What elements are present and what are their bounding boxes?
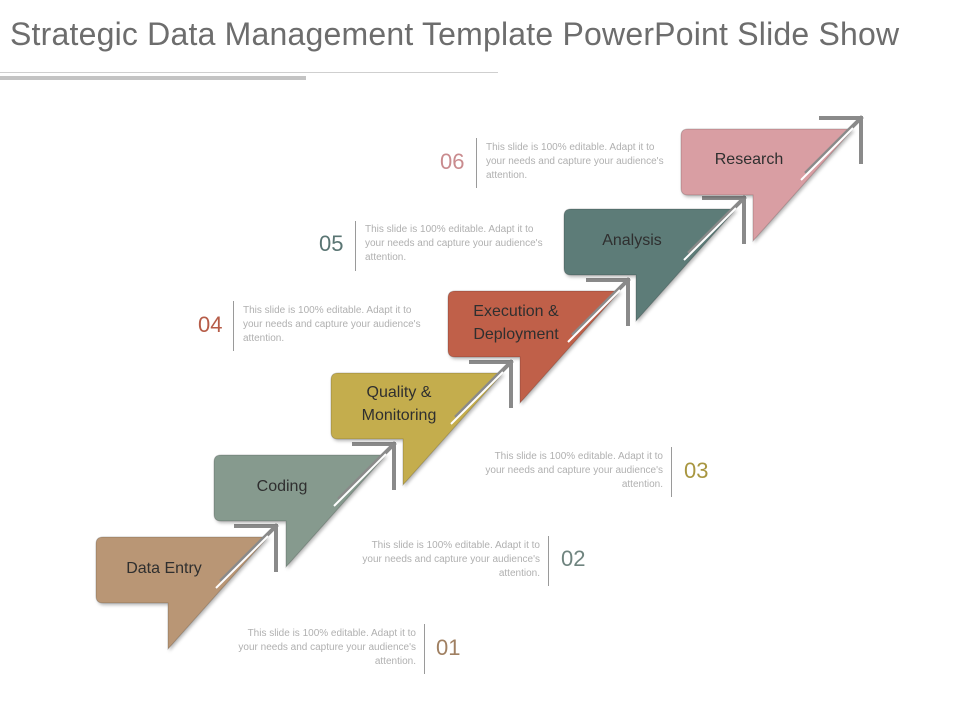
step-shape-4 [447, 290, 622, 405]
step-label-3: Quality & Monitoring [361, 384, 437, 424]
step-description-5: This slide is 100% editable. Adapt it to… [365, 224, 543, 263]
step-divider-3 [671, 447, 672, 497]
chevron-arrow-icon [571, 277, 631, 337]
step-shape-6 [680, 128, 855, 243]
step-divider-5 [355, 221, 356, 271]
chevron-highlight [567, 289, 621, 343]
step-label-2: Coding [256, 478, 308, 495]
step-divider-4 [233, 301, 234, 351]
step-label-4: Execution & Deployment [473, 303, 559, 343]
step-shape-3 [330, 372, 505, 487]
step-number-1: 01 [436, 635, 461, 660]
chevron-arrow-icon [687, 195, 747, 255]
step-description-2: This slide is 100% editable. Adapt it to… [362, 540, 540, 579]
step-divider-2 [548, 536, 549, 586]
chevron-highlight [683, 207, 737, 261]
step-number-2: 02 [561, 546, 586, 571]
title-underline-thick [0, 76, 306, 80]
step-label-5: Analysis [602, 232, 662, 249]
step-divider-6 [476, 138, 477, 188]
step-divider-1 [424, 624, 425, 674]
title-underline-thin [0, 72, 498, 73]
step-number-4: 04 [198, 312, 223, 337]
step-description-1: This slide is 100% editable. Adapt it to… [238, 628, 416, 667]
step-description-3: This slide is 100% editable. Adapt it to… [485, 451, 663, 490]
step-number-5: 05 [319, 231, 344, 256]
chevron-arrow-icon [804, 115, 864, 175]
chevron-arrow-icon [219, 523, 279, 583]
chevron-highlight [450, 371, 504, 425]
step-label-1: Data Entry [126, 560, 202, 577]
step-number-6: 06 [440, 149, 465, 174]
slide-title: Strategic Data Management Template Power… [10, 16, 900, 52]
chevron-highlight [333, 453, 387, 507]
step-shape-2 [213, 454, 388, 569]
step-shape-1 [95, 536, 270, 651]
chevron-arrow-icon [337, 441, 397, 501]
chevron-arrow-icon [454, 359, 514, 419]
step-description-4: This slide is 100% editable. Adapt it to… [243, 305, 421, 344]
step-label-6: Research [714, 151, 784, 168]
step-description-6: This slide is 100% editable. Adapt it to… [486, 142, 664, 181]
step-number-3: 03 [684, 458, 709, 483]
chevron-highlight [215, 535, 269, 589]
step-shape-5 [563, 208, 738, 323]
chevron-highlight [800, 127, 854, 181]
